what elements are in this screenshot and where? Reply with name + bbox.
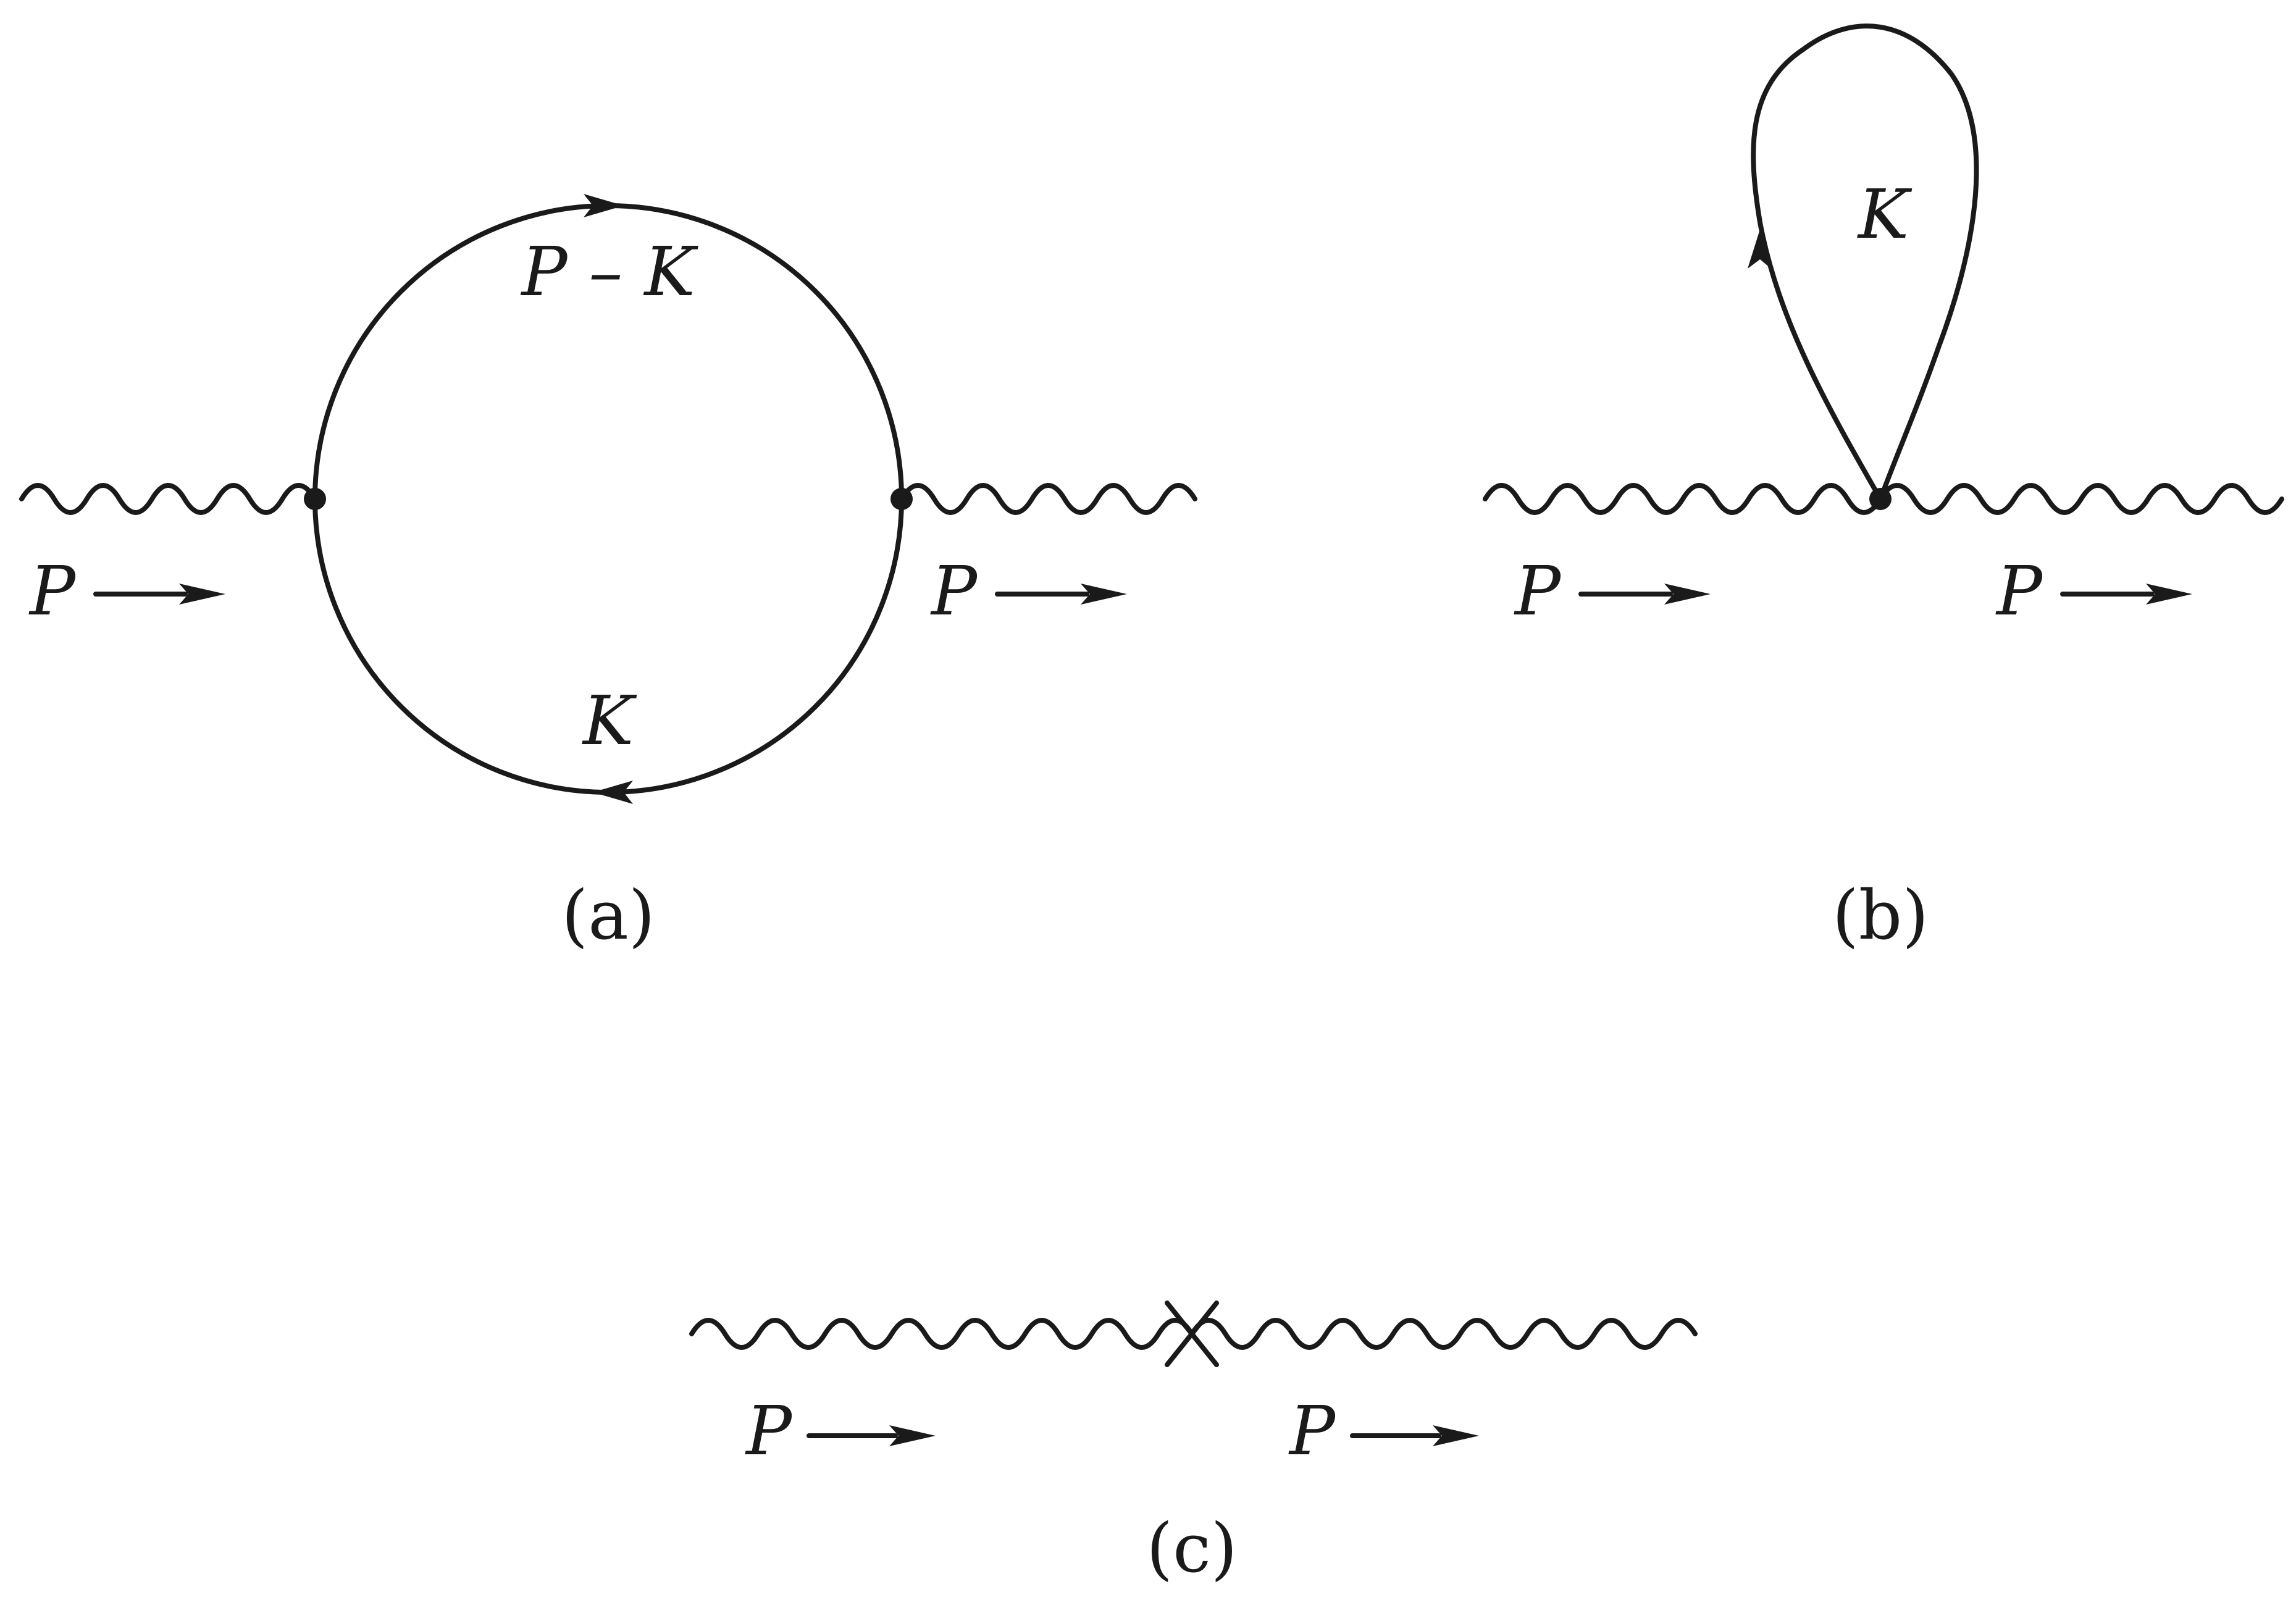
- tadpole-loop-b: [1751, 23, 1979, 501]
- photon-line-a-out: [899, 483, 1197, 515]
- caption-b: (b): [1832, 876, 1929, 955]
- tadpole-arrow-b: [1748, 225, 1771, 269]
- diagram-a: P – K K P P (a): [19, 194, 1197, 955]
- caption-c: (c): [1146, 1509, 1237, 1588]
- photon-line-b-in: [1483, 483, 1883, 515]
- vertex-b: [1869, 488, 1892, 510]
- photon-line-c-out: [1189, 1318, 1698, 1350]
- momentum-c-out-arrowhead: [1433, 1425, 1479, 1446]
- loop-b-label: K: [1857, 175, 1913, 254]
- vertex-a-right: [890, 488, 913, 510]
- momentum-a-out-label: P: [930, 551, 978, 630]
- loop-a-top-arrow: [584, 194, 624, 217]
- momentum-a-in-arrowhead: [179, 584, 225, 605]
- photon-line-b-out: [1878, 483, 2284, 515]
- momentum-a-in-label: P: [28, 551, 77, 630]
- loop-a-bottom-arrow: [593, 781, 633, 804]
- momentum-b-out-arrowhead: [2146, 584, 2192, 605]
- diagram-b: K P P (b): [1483, 23, 2284, 955]
- momentum-c-out-label: P: [1288, 1391, 1336, 1470]
- momentum-b-in-arrowhead: [1664, 584, 1711, 605]
- momentum-b-out-label: P: [1995, 551, 2043, 630]
- loop-a-bottom-label: K: [582, 681, 637, 760]
- diagram-c: P P (c): [689, 1301, 1698, 1588]
- photon-line-c-in: [689, 1318, 1194, 1350]
- momentum-c-in-arrowhead: [889, 1425, 936, 1446]
- loop-a-top-label: P – K: [520, 232, 698, 311]
- caption-a: (a): [561, 876, 655, 955]
- vertex-a-left: [304, 488, 326, 510]
- momentum-b-in-label: P: [1514, 551, 1562, 630]
- momentum-a-out-arrowhead: [1081, 584, 1127, 605]
- counterterm-cross-icon: [1165, 1301, 1219, 1367]
- photon-line-a-in: [19, 483, 317, 515]
- momentum-c-in-label: P: [745, 1391, 793, 1470]
